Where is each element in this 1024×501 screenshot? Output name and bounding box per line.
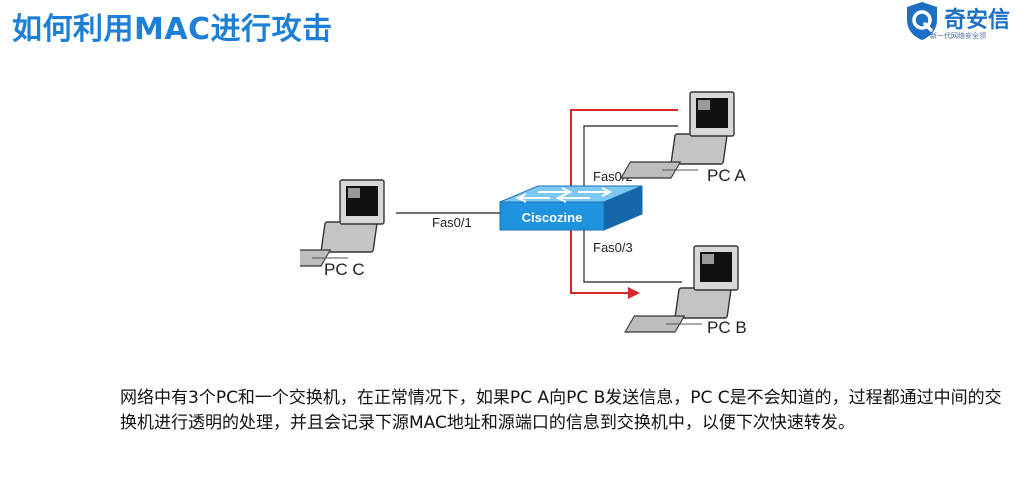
switch-label: Ciscozine xyxy=(522,210,583,225)
host-label-pc-a: PC A xyxy=(707,166,746,185)
host-label-pc-c: PC C xyxy=(324,260,365,279)
link-pc-a xyxy=(583,125,678,202)
logo: 奇安信 新一代网络安全领 xyxy=(904,0,1024,44)
link-pc-b xyxy=(583,224,682,283)
shield-logo-icon xyxy=(907,2,937,40)
pc-c-computer-icon xyxy=(300,179,385,267)
port-label-fas0-3: Fas0/3 xyxy=(593,240,633,255)
network-diagram: Ciscozine Fas0/1 Fas0/2 Fas0/3 PC A PC B… xyxy=(300,91,747,337)
slide-title: 如何利用MAC进行攻击 xyxy=(12,12,333,47)
switch-icon xyxy=(499,185,643,231)
description-text: 网络中有3个PC和一个交换机，在正常情况下，如果PC A向PC B发送信息，PC… xyxy=(120,388,1002,433)
logo-name: 奇安信 xyxy=(944,8,1011,33)
logo-tagline: 新一代网络安全领 xyxy=(930,32,986,40)
host-label-pc-b: PC B xyxy=(707,318,747,337)
port-label-fas0-2: Fas0/2 xyxy=(593,169,633,184)
arrow-head-icon xyxy=(628,287,640,299)
port-label-fas0-1: Fas0/1 xyxy=(432,215,472,230)
